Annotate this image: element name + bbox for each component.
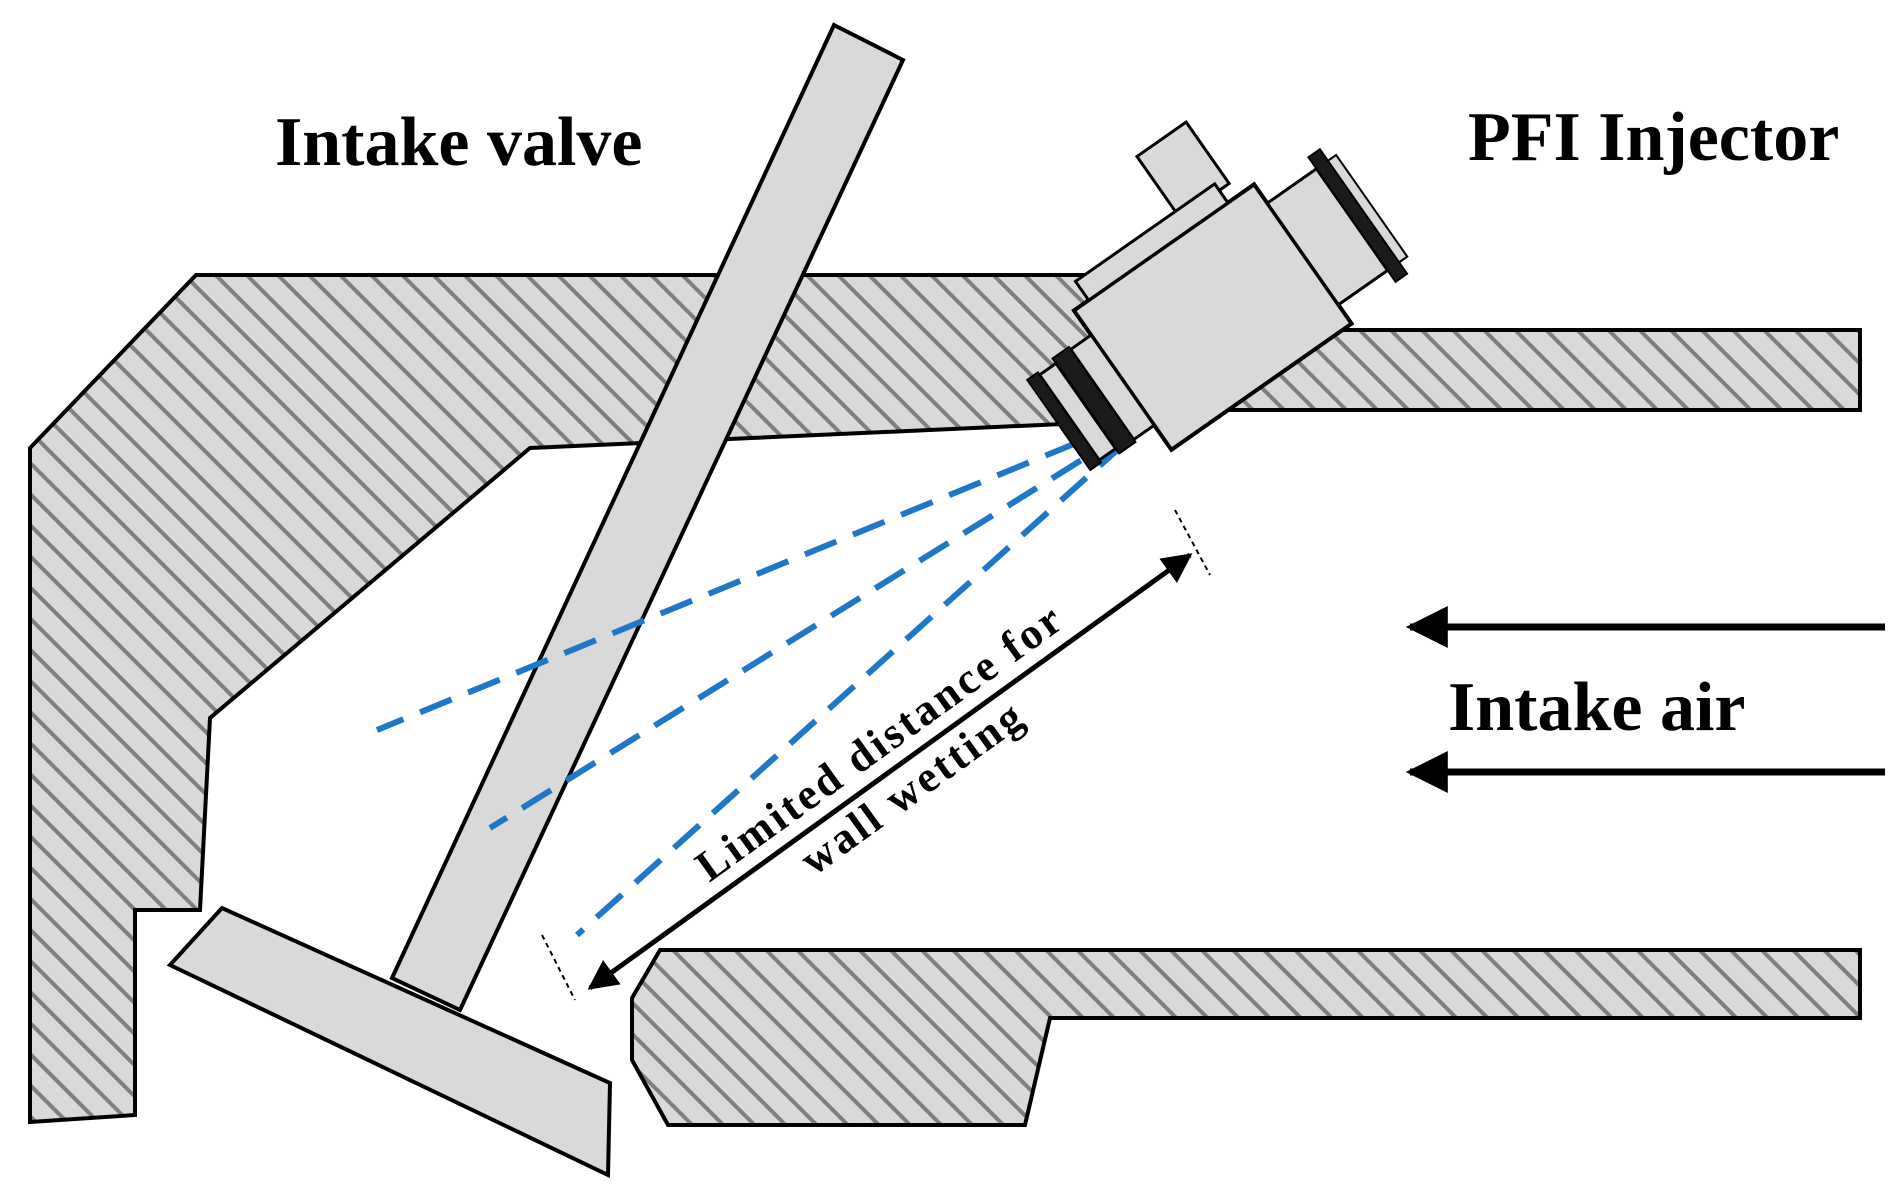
distance-tick-start <box>541 934 576 1001</box>
pfi-injector <box>1025 119 1409 472</box>
injector-top-ring <box>1326 153 1409 264</box>
valve-head <box>166 905 613 1179</box>
injector-nozzle-tip-seal <box>1025 370 1103 472</box>
distance-arrow <box>587 552 1193 991</box>
intake-air-label: Intake air <box>1448 669 1746 746</box>
intake-air-arrows <box>1405 606 1885 793</box>
pfi-injector-label: PFI Injector <box>1468 99 1839 176</box>
distance-tick-end <box>1174 509 1211 576</box>
lower-runner-wall <box>630 948 1862 1127</box>
intake-valve-label: Intake valve <box>275 104 643 181</box>
injector-collar <box>1073 181 1230 303</box>
